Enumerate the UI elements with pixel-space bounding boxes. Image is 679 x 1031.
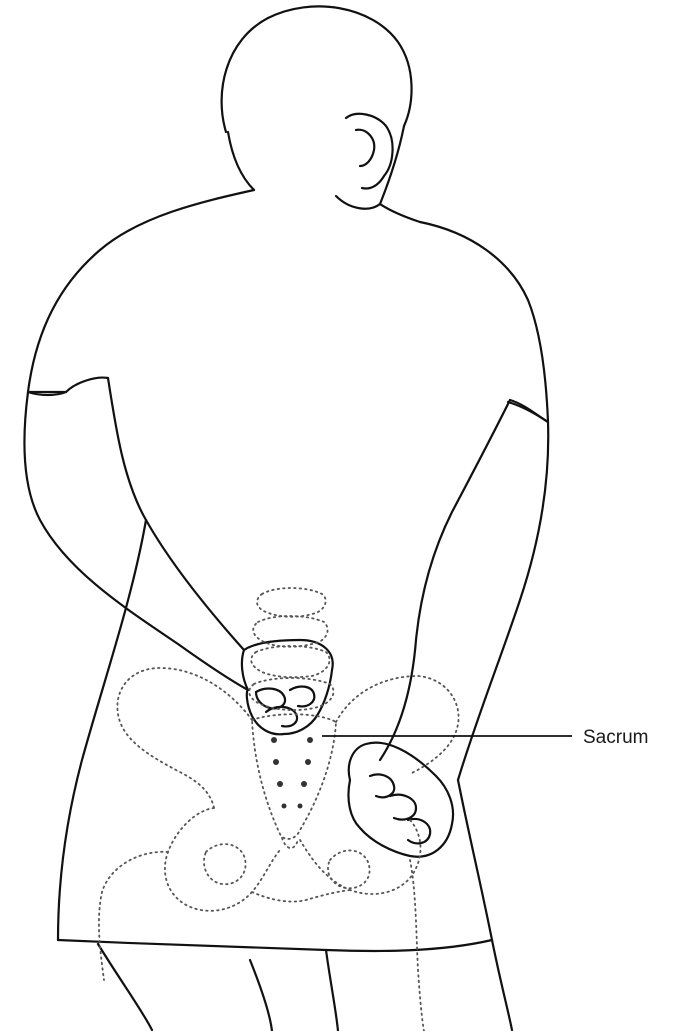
neck-right: [380, 204, 420, 222]
torso-left: [58, 520, 146, 940]
hem-line: [58, 940, 492, 951]
foramen-1r: [307, 737, 313, 743]
pubic-arch: [252, 890, 350, 902]
foramen-3l: [277, 781, 283, 787]
leg-center-right: [326, 950, 338, 1031]
vertebra-l3: [251, 646, 329, 677]
left-fist-finger-2: [266, 707, 297, 726]
right-arm-inner: [380, 400, 510, 760]
obturator-right: [328, 850, 370, 888]
foramen-2r: [305, 759, 311, 765]
torso-right: [458, 780, 512, 1030]
foramen-4r: [298, 804, 303, 809]
iliac-crest-left: [117, 668, 252, 808]
vertebra-l1: [257, 588, 326, 617]
right-sleeve: [508, 402, 548, 422]
right-fist-finger-1: [370, 774, 394, 797]
vertebra-l4: [249, 678, 333, 710]
right-fist: [348, 743, 453, 857]
pelvis-right-lower: [300, 820, 421, 894]
shirt-outline: [28, 190, 254, 392]
left-fist-finger-3: [290, 687, 314, 707]
foramen-1l: [271, 737, 277, 743]
ear-outline: [346, 114, 393, 189]
foramen-2l: [273, 759, 279, 765]
shirt-right: [420, 222, 548, 422]
leg-center: [250, 960, 272, 1031]
ear-inner: [356, 130, 374, 166]
neck-left: [228, 132, 254, 190]
leg-left: [98, 944, 152, 1030]
obturator-left: [204, 844, 246, 884]
foramen-4l: [282, 804, 287, 809]
foramen-3r: [301, 781, 307, 787]
left-fist: [242, 640, 333, 734]
left-arm-outer: [24, 392, 248, 690]
left-fist-finger-1: [256, 689, 285, 709]
right-fist-finger-2: [390, 795, 416, 820]
femur-right: [410, 860, 424, 1031]
sacrum-label: Sacrum: [583, 727, 648, 749]
